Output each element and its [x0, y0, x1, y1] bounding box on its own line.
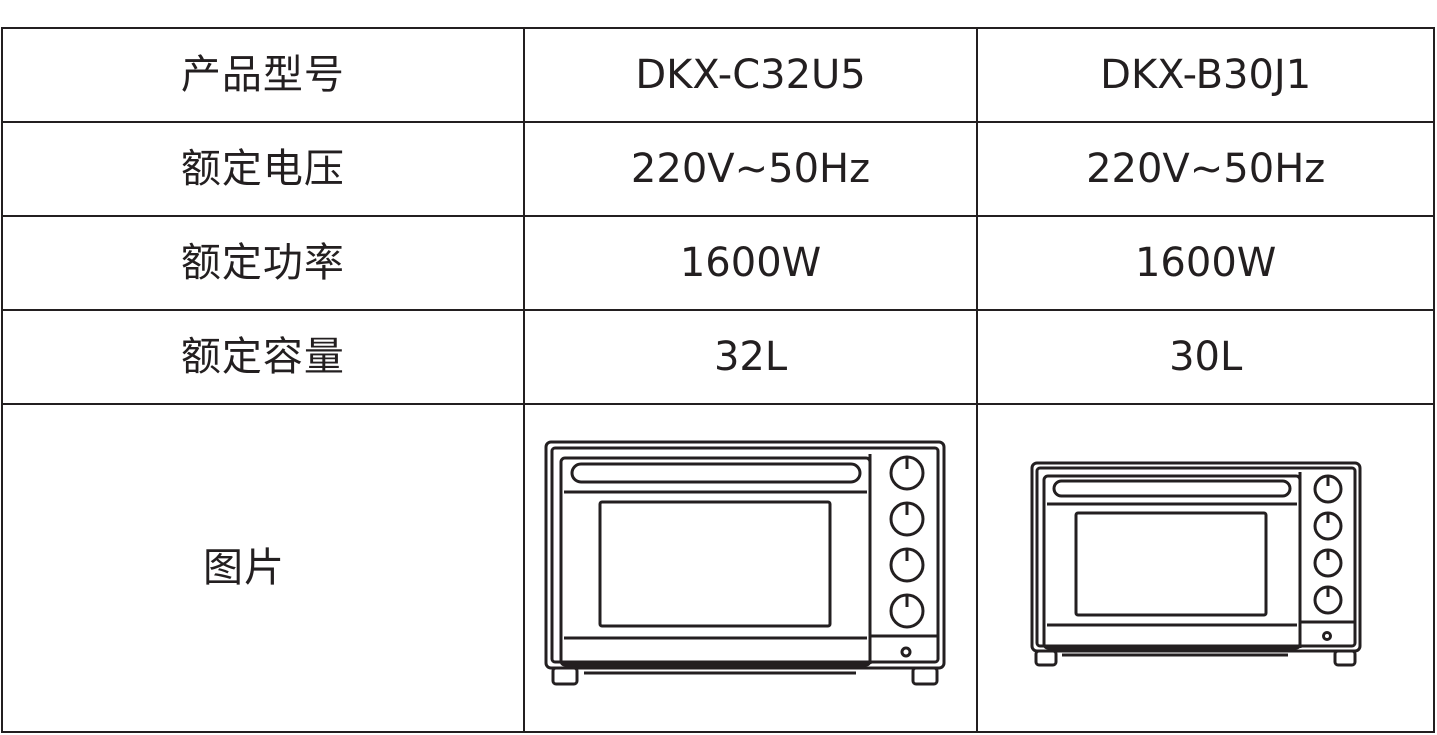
value-capacity-b: 30L — [976, 309, 1435, 405]
value-voltage-a: 220V~50Hz — [522, 121, 979, 217]
value-model-a: DKX-C32U5 — [522, 27, 979, 123]
image-cell-a — [522, 403, 979, 733]
table-row-voltage: 额定电压 220V~50Hz 220V~50Hz — [1, 121, 1435, 217]
image-cell-b — [976, 403, 1435, 733]
oven-illustration-small — [1030, 461, 1362, 667]
value-power-a: 1600W — [522, 215, 979, 311]
label-model: 产品型号 — [1, 27, 525, 123]
table-row-power: 额定功率 1600W 1600W — [1, 215, 1435, 311]
value-voltage-b: 220V~50Hz — [976, 121, 1435, 217]
value-capacity-a: 32L — [522, 309, 979, 405]
label-power: 额定功率 — [1, 215, 525, 311]
label-image: 图片 — [1, 403, 525, 733]
table-row-capacity: 额定容量 32L 30L — [1, 309, 1435, 405]
value-power-b: 1600W — [976, 215, 1435, 311]
table-row-image: 图片 — [1, 403, 1435, 733]
label-voltage: 额定电压 — [1, 121, 525, 217]
table-row-model: 产品型号 DKX-C32U5 DKX-B30J1 — [1, 27, 1435, 123]
spec-comparison-table: 产品型号 DKX-C32U5 DKX-B30J1 额定电压 220V~50Hz … — [1, 27, 1435, 733]
label-capacity: 额定容量 — [1, 309, 525, 405]
oven-illustration-large — [544, 440, 946, 686]
value-model-b: DKX-B30J1 — [976, 27, 1435, 123]
